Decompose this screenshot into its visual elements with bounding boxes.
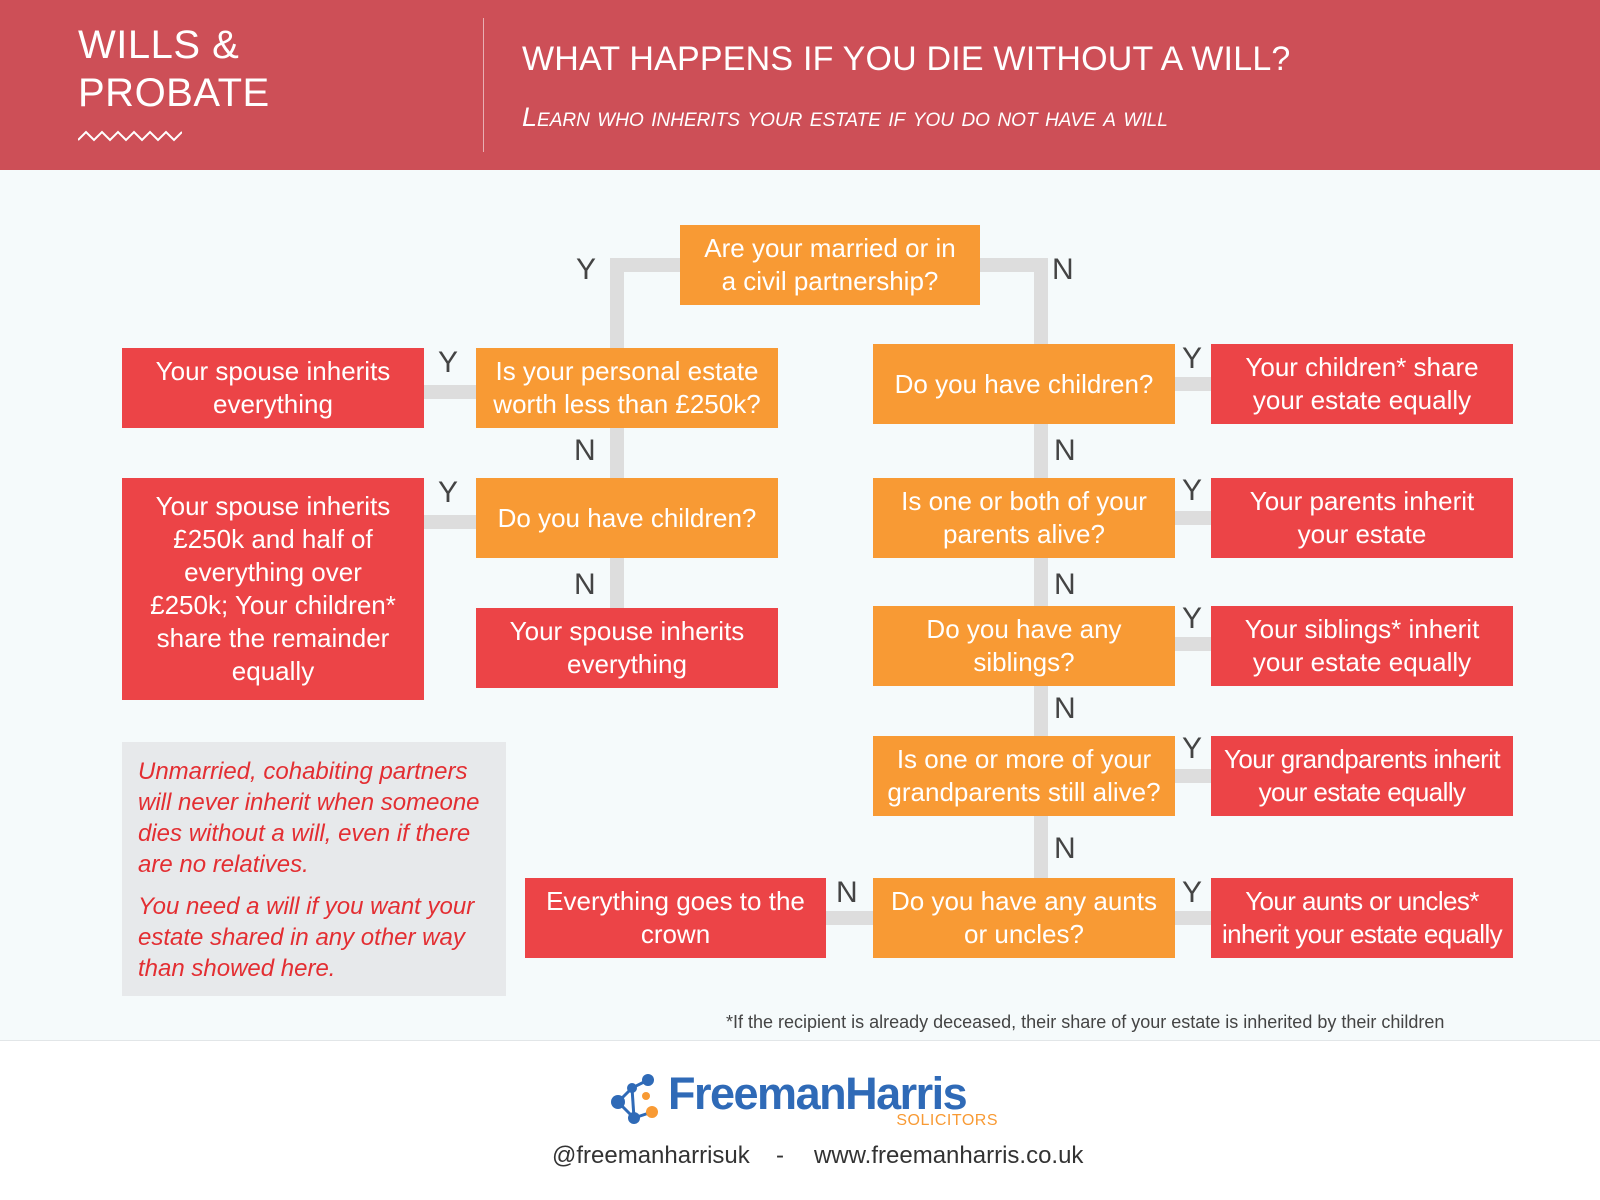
logo-molecule-icon	[611, 1074, 658, 1124]
label-yes-married: Y	[576, 253, 597, 286]
label-yes-grandparents: Y	[1182, 732, 1203, 765]
zigzag-decoration	[78, 130, 182, 142]
result-spouse-and-children-share: Your spouse inherits £250k and half of e…	[122, 478, 424, 700]
website-link[interactable]: www.freemanharris.co.uk	[814, 1142, 1084, 1169]
connector-start-no	[973, 258, 1048, 351]
question-married-children: Do you have children?	[476, 478, 778, 558]
logo-subtext: SOLICITORS	[896, 1112, 998, 1129]
footer-separator: -	[776, 1142, 784, 1169]
label-no-married: N	[1052, 253, 1074, 286]
question-children: Do you have children?	[873, 344, 1175, 424]
note-paragraph-need-will: You need a will if you want your estate …	[138, 893, 475, 982]
page-title: WHAT HAPPENS IF YOU DIE WITHOUT A WILL?	[522, 40, 1291, 78]
header-divider	[483, 18, 484, 152]
label-no-parents: N	[1054, 568, 1076, 601]
label-yes-children: Y	[1182, 342, 1203, 375]
page-subtitle: Learn who inherits your estate if you do…	[522, 102, 1168, 132]
footnote: *If the recipient is already deceased, t…	[726, 1012, 1445, 1032]
label-no-aunts: N	[836, 876, 858, 909]
brand-title-line1: WILLS &	[78, 23, 240, 67]
connector-start-yes	[610, 258, 687, 351]
footer-divider	[0, 1040, 1600, 1041]
info-note-panel: Unmarried, cohabiting partners will neve…	[122, 742, 506, 996]
label-yes-estate: Y	[438, 346, 459, 379]
twitter-handle-link[interactable]: @freemanharrisuk	[552, 1142, 750, 1169]
label-no-children: N	[1054, 434, 1076, 467]
note-paragraph-cohabiting: Unmarried, cohabiting partners will neve…	[138, 758, 480, 878]
header-banner: WILLS & PROBATE WHAT HAPPENS IF YOU DIE …	[0, 0, 1600, 170]
label-yes-married-children: Y	[438, 476, 459, 509]
label-no-married-children: N	[574, 568, 596, 601]
logo-wordmark: FreemanHarris	[668, 1068, 968, 1119]
brand-title-line2: PROBATE	[78, 71, 270, 115]
label-no-grandparents: N	[1054, 832, 1076, 865]
label-yes-parents: Y	[1182, 474, 1203, 507]
freemanharris-logo[interactable]: FreemanHarris SOLICITORS	[604, 1068, 1004, 1130]
label-yes-aunts: Y	[1182, 876, 1203, 909]
result-aunts-uncles-inherit: Your aunts or uncles*inherit your estate…	[1211, 878, 1513, 958]
label-no-siblings: N	[1054, 692, 1076, 725]
label-no-estate: N	[574, 434, 596, 467]
label-yes-siblings: Y	[1182, 602, 1203, 635]
